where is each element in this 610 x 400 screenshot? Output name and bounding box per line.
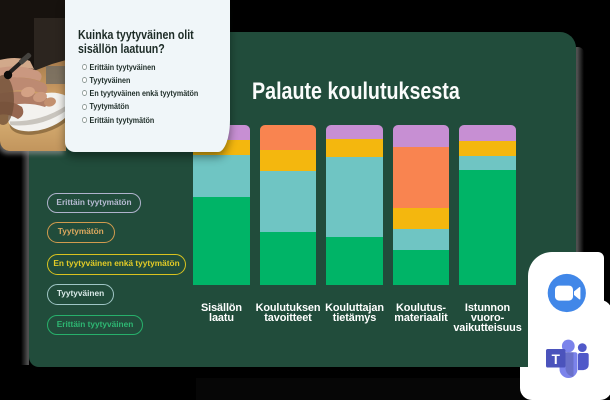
svg-text:T: T (552, 352, 561, 367)
